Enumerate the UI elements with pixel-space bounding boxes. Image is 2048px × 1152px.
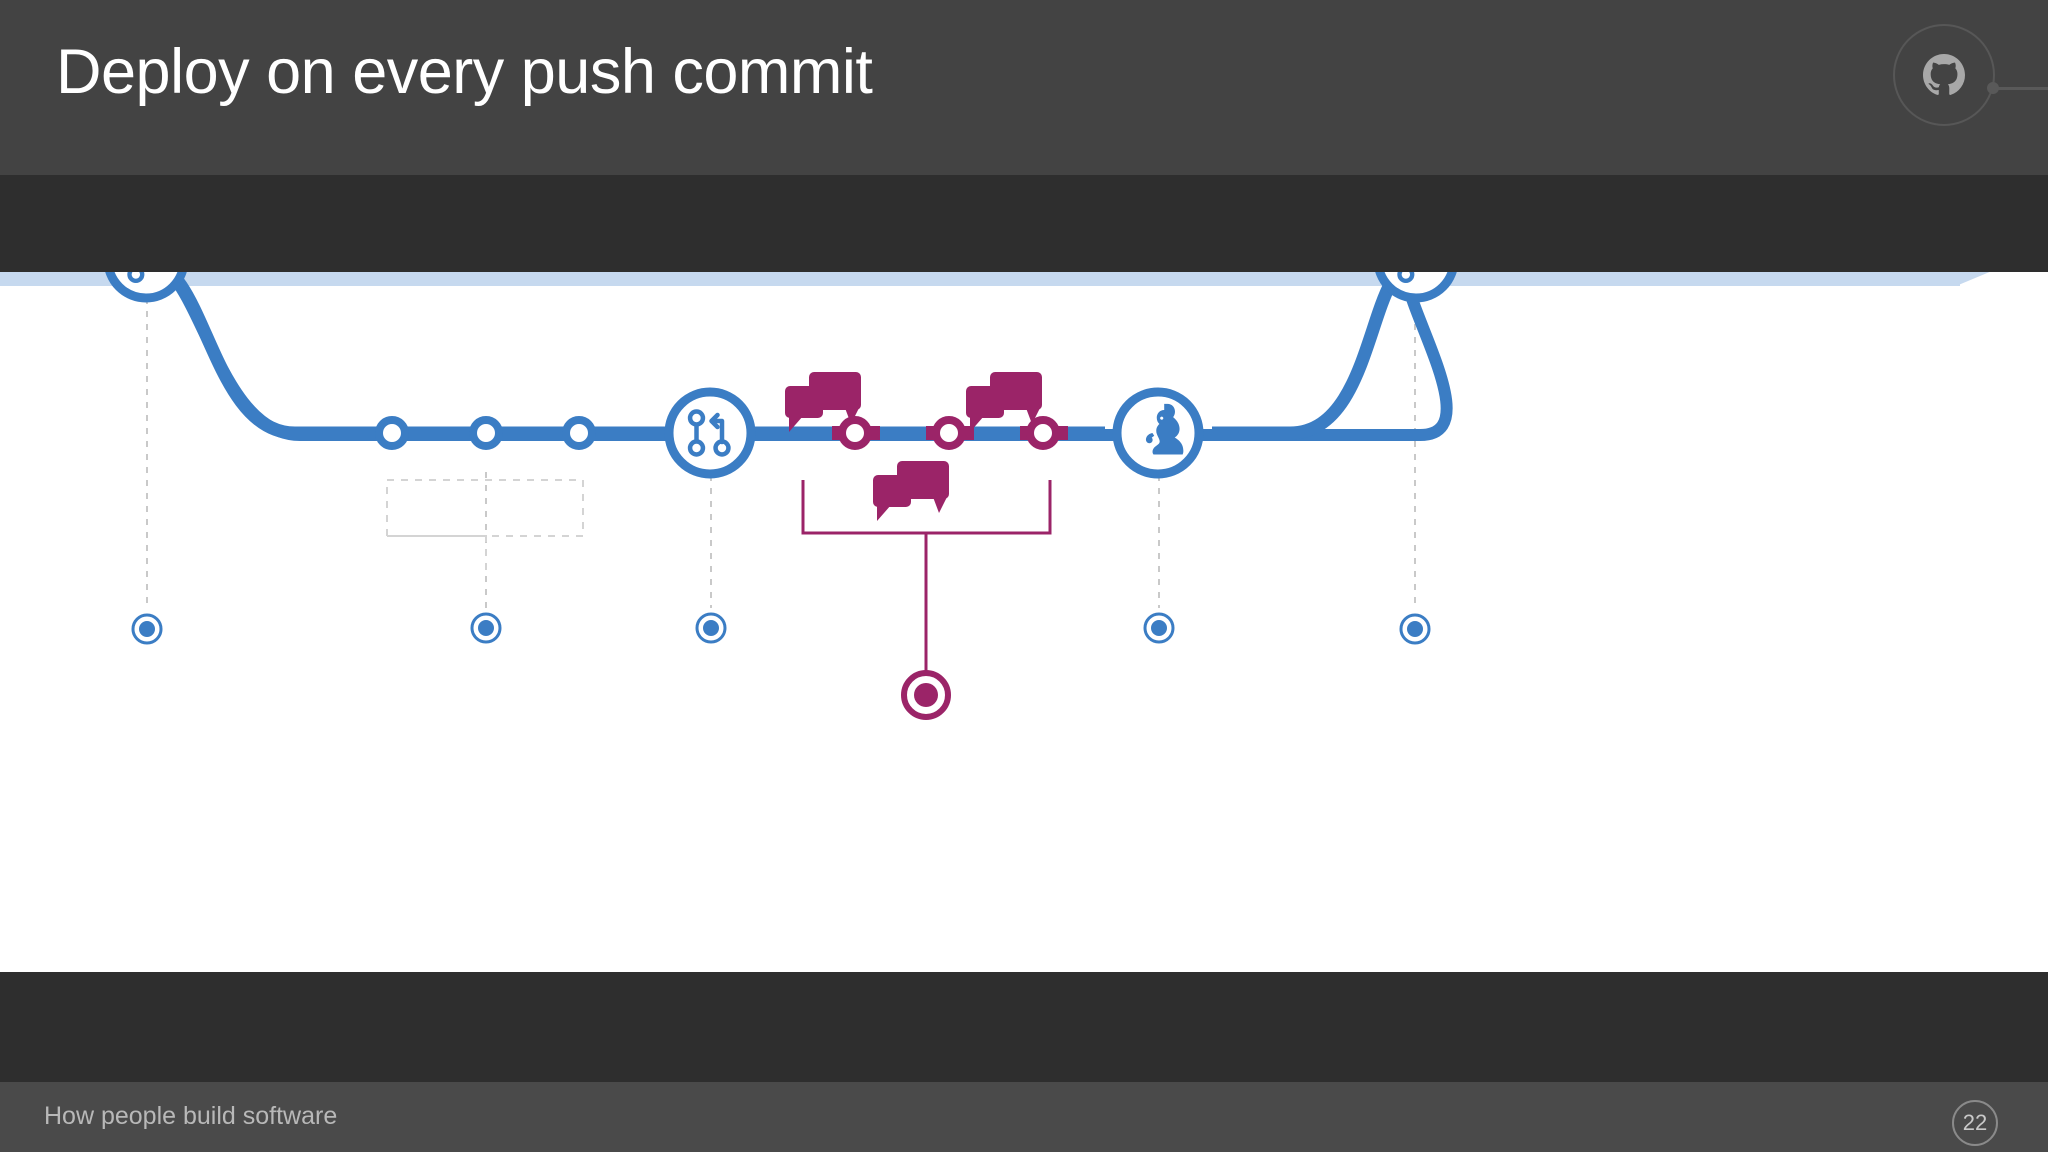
git-pull-request-icon	[687, 409, 731, 457]
commit-dots-blue	[375, 416, 596, 450]
node-deploy-hubot[interactable]	[1112, 387, 1204, 479]
feature-branch-return	[1212, 272, 1409, 440]
node-pull-request[interactable]	[664, 387, 756, 479]
commit-dot	[562, 416, 596, 450]
speech-bubble-front	[873, 475, 911, 507]
marker-merge[interactable]	[1399, 613, 1431, 645]
workflow-diagram	[0, 272, 1990, 720]
diagram-stage	[0, 272, 2048, 972]
squirrel-icon	[1145, 403, 1184, 455]
commit-dot	[469, 416, 503, 450]
marker-pull-request[interactable]	[695, 612, 727, 644]
commit-dots-magenta	[838, 416, 1060, 450]
connector-line	[1992, 87, 2048, 90]
marker-commits[interactable]	[470, 612, 502, 644]
review-commit-dot	[838, 416, 872, 450]
page-title: Deploy on every push commit	[56, 37, 873, 107]
slide-footer: How people build software	[0, 1082, 2048, 1152]
git-branch-icon	[127, 272, 145, 284]
feature-branch-curve	[157, 272, 1105, 440]
code-review-node[interactable]	[901, 670, 951, 720]
comment-bubble-group-2	[966, 372, 1042, 432]
page-number: 22	[1962, 1110, 1988, 1135]
marker-deploy[interactable]	[1143, 612, 1175, 644]
slide-lower-band	[0, 972, 2048, 1082]
page-number-badge: 22	[1952, 1100, 1998, 1146]
github-octocat-icon	[1923, 54, 1965, 95]
footer-tagline: How people build software	[44, 1102, 338, 1130]
slide-header: Deploy on every push commit	[0, 0, 2048, 175]
comment-bubble-group-3	[873, 461, 949, 521]
node-git-branch-merge[interactable]	[1375, 272, 1457, 303]
dashed-box-connector	[387, 535, 487, 572]
master-timeline	[0, 272, 1990, 286]
speech-bubble-front	[966, 386, 1004, 418]
master-timeline-band	[0, 272, 1985, 285]
node-git-branch-start[interactable]	[105, 272, 187, 303]
github-logo-badge	[1893, 24, 1995, 126]
review-commit-dot	[932, 416, 966, 450]
slide-subband	[0, 175, 2048, 272]
comment-bubble-group-1	[785, 372, 861, 432]
marker-branch-start[interactable]	[131, 613, 163, 645]
review-commit-dot	[1026, 416, 1060, 450]
git-branch-icon	[1397, 272, 1415, 284]
commit-dot	[375, 416, 409, 450]
timeline-markers	[131, 612, 1431, 645]
speech-bubble-front	[785, 386, 823, 418]
